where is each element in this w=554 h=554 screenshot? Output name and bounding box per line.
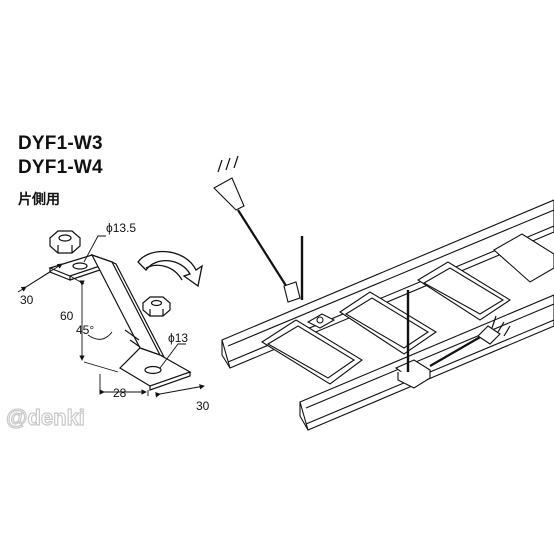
cable-ladder [221,199,554,431]
label-base-width: 30 [196,399,210,413]
model-number-w4: DYF1-W4 [18,157,103,178]
nut-bottom [142,296,171,317]
hole-top [72,262,88,270]
dimension-labels: ϕ13.5 ϕ13 30 60 45° 28 30 [20,221,210,413]
label-height: 60 [60,309,74,323]
nut-top [49,230,81,254]
rail-clamp-front [306,313,336,329]
ladder-rungs [260,233,554,385]
watermark: @denki [6,405,85,430]
label-angle: 45° [76,323,94,337]
rail-clamp-back [394,359,432,389]
label-base-length: 28 [113,386,127,400]
model-number-w3: DYF1-W3 [18,133,103,154]
hole-bottom [144,365,162,375]
label-hole-bottom: ϕ13 [168,331,188,345]
usage-label: 片側用 [18,192,60,208]
bracket-detail [48,253,192,391]
label-hole-top: ϕ13.5 [106,221,136,235]
label-top-width: 30 [20,293,34,307]
hanger-rods [213,155,511,372]
dimension-lines [17,235,205,398]
rotation-arrow-icon [137,250,203,288]
